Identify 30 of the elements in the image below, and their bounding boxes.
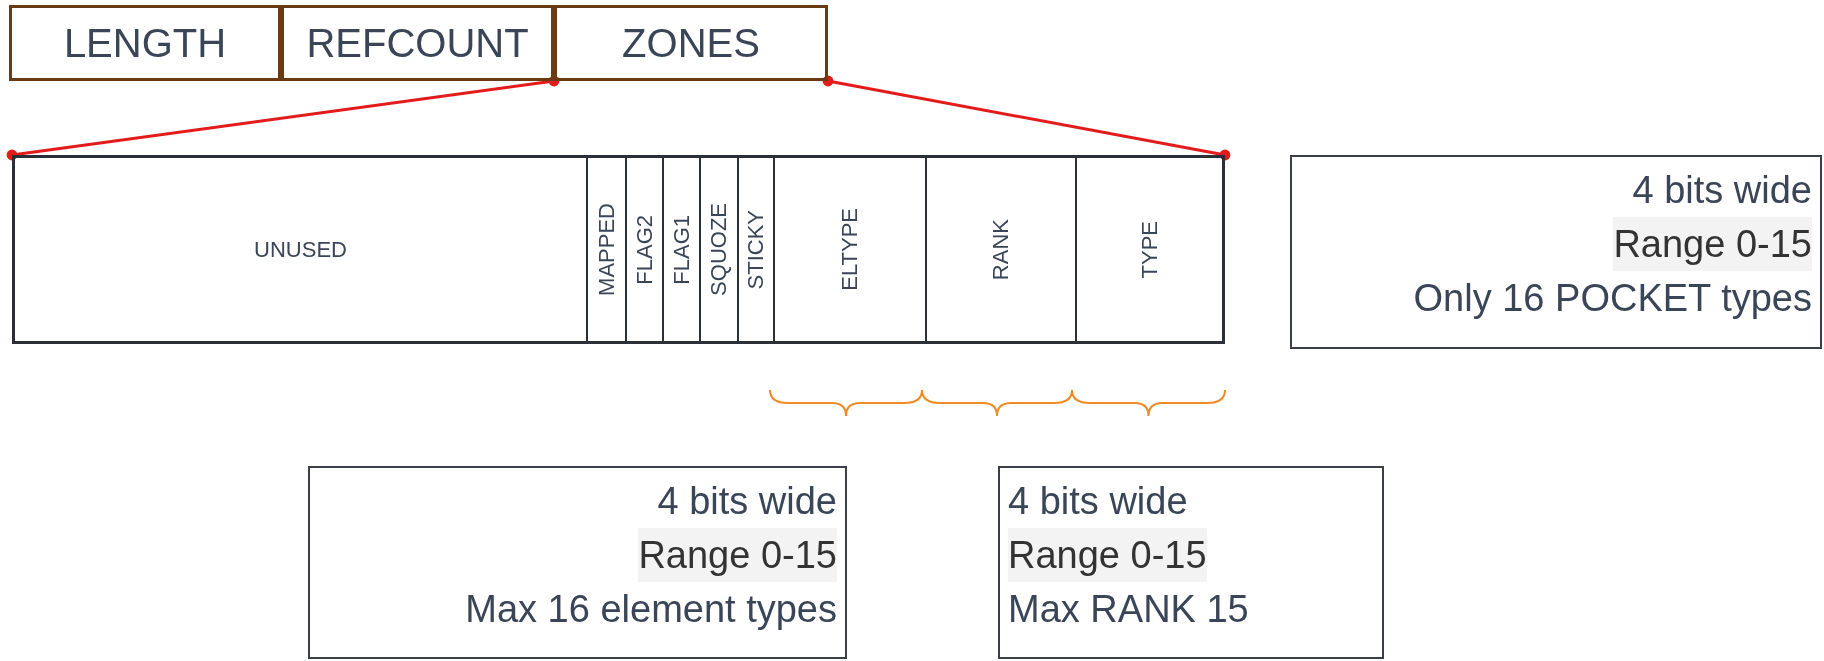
note-text: Range 0-15 xyxy=(638,528,837,582)
field-label: TYPE xyxy=(1136,220,1163,279)
field-label: ELTYPE xyxy=(837,208,863,291)
bit-field-row xyxy=(12,155,1225,344)
note-text: Range 0-15 xyxy=(1613,217,1812,271)
header-field xyxy=(554,5,828,81)
field-label: SQUOZE xyxy=(706,203,732,296)
field-label: ZONES xyxy=(622,20,760,66)
note-text: 4 bits wide xyxy=(657,479,837,524)
note-text: 4 bits wide xyxy=(1008,479,1188,524)
expansion-line xyxy=(6,75,560,161)
note-text: Max 16 element types xyxy=(465,587,837,632)
note-box xyxy=(308,466,847,659)
expansion-line xyxy=(822,75,1231,161)
field-label: FLAG2 xyxy=(631,214,658,285)
field-label: UNUSED xyxy=(254,236,347,263)
field-label: FLAG1 xyxy=(668,214,695,285)
field-label: MAPPED xyxy=(593,203,620,296)
note-text: Range 0-15 xyxy=(1008,528,1207,582)
header-field xyxy=(281,5,554,81)
field-label: STICKY xyxy=(743,209,769,290)
field-label: RANK xyxy=(988,218,1014,281)
note-text: Max RANK 15 xyxy=(1008,587,1249,632)
note-box xyxy=(1290,155,1822,349)
field-label: LENGTH xyxy=(63,20,227,66)
note-text: Only 16 POCKET types xyxy=(1413,276,1812,321)
note-box xyxy=(998,466,1384,659)
note-text: 4 bits wide xyxy=(1632,168,1812,213)
field-label: REFCOUNT xyxy=(306,20,529,66)
header-field xyxy=(9,5,281,81)
